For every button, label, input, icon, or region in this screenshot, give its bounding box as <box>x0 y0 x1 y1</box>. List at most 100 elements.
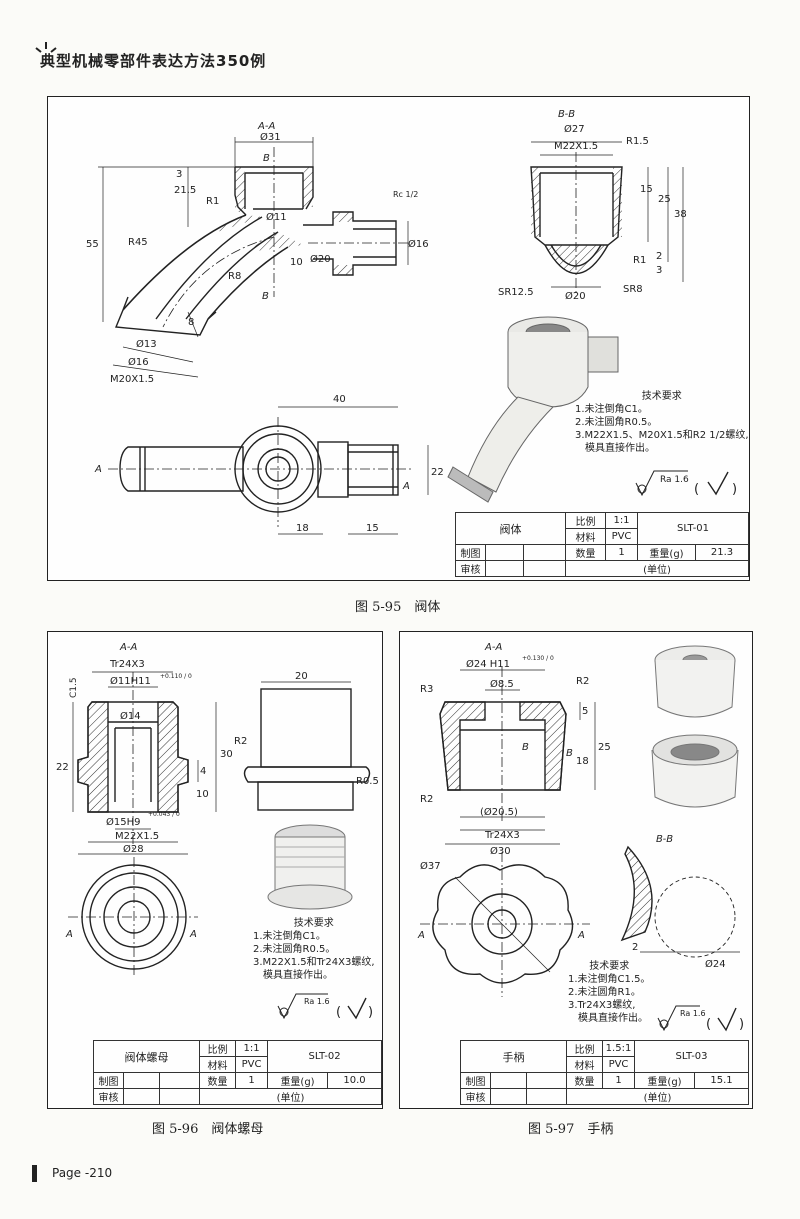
label-fig97-sec_bb: B-B <box>656 834 673 845</box>
label-fig97-rough_val: Ra 1.6 <box>680 1009 706 1018</box>
label-fig97-notes-2: 2.未注圆角R1。 <box>568 987 641 998</box>
label-fig97-title_block-check: 审核 <box>460 1088 491 1105</box>
label-fig95-dims-sr8: SR8 <box>623 284 643 295</box>
label-fig97-dims-r2b: R2 <box>420 794 433 805</box>
label-fig95-dims-rc: Rc 1/2 <box>393 190 418 199</box>
label-fig96-notes-0: 技术要求 <box>293 918 334 929</box>
label-fig95-dims-d3: 3 <box>176 169 182 180</box>
fig96-3d-render <box>267 824 353 910</box>
label-fig95-title_block-scale_label: 比例 <box>565 512 606 529</box>
fig97-3d-render <box>651 645 739 808</box>
label-fig95-title_block-code: SLT-01 <box>636 512 750 545</box>
svg-text:): ) <box>368 1005 373 1020</box>
fig95-3d-render <box>447 316 619 503</box>
label-fig96-dims-d28: Ø28 <box>123 843 144 855</box>
label-fig96-title_block-scale: 1:1 <box>235 1040 269 1057</box>
label-fig95-dims-d15b: 15 <box>366 523 379 534</box>
label-fig96-dims-d20: 20 <box>295 671 308 682</box>
label-fig97-dims-d18: 18 <box>576 756 589 767</box>
label-fig97-dims-a1: A <box>417 930 425 941</box>
svg-text:(: ( <box>336 1005 341 1020</box>
label-fig96-dims-c15: C1.5 <box>69 677 79 698</box>
label-fig96-notes-3: 3.M22X1.5和Tr24X3螺纹, <box>253 957 375 968</box>
fig97-caption: 图 5-97 手柄 <box>528 1122 614 1137</box>
label-fig96-title_block-name: 阀体螺母 <box>92 1040 201 1073</box>
fig96-tech-notes: 技术要求 1.未注倒角C1。 2.未注圆角R0.5。 3.M22X1.5和Tr2… <box>253 917 375 982</box>
label-fig95-dims-d20: Ø20 <box>310 253 331 265</box>
label-fig95-dims-d20b: Ø20 <box>565 290 586 302</box>
fig96-roughness-icon: ( ) <box>277 993 373 1020</box>
label-fig97-title_block-code: SLT-03 <box>633 1040 750 1073</box>
fig95-bb-label: B-B <box>558 109 575 120</box>
label-fig95-dims-d15: 15 <box>640 184 653 195</box>
fig97-roughness-icon: ( ) <box>657 1005 744 1032</box>
label-fig95-dims-d18: 18 <box>296 523 309 534</box>
label-fig96-dims-r2: R2 <box>234 736 247 747</box>
book-title: 典型机械零部件表达方法350例 <box>40 52 267 70</box>
label-fig95-title_block-draw: 制图 <box>455 544 486 561</box>
label-fig96-title_block-unit: (单位) <box>199 1088 383 1105</box>
label-fig95-dims-r1b: R1 <box>633 255 646 266</box>
label-fig95-notes-3: 3.M22X1.5、M20X1.5和R2 1/2螺纹, <box>575 430 749 441</box>
header-burst-icon <box>35 42 57 53</box>
label-fig96-dims-d11: Ø11H11 <box>110 675 151 687</box>
label-fig97-dims-d24: Ø24 <box>705 958 726 970</box>
label-fig97-title_block-qty: 1 <box>602 1072 635 1089</box>
label-fig96-dims-d15: Ø15H9 <box>106 816 140 828</box>
fig95-drawing: A-A Ø31 B 3 21.5 R1 Ø11 Rc 1/2 55 R45 Ø1… <box>86 109 737 535</box>
label-fig97-dims-tol24: +0.130 / 0 <box>522 655 554 662</box>
label-fig95-title_block-check: 审核 <box>455 560 486 577</box>
label-fig96-sec: A-A <box>119 642 137 653</box>
label-fig96-dims-r05: R0.5 <box>356 776 379 787</box>
label-fig95-dims-d11: Ø11 <box>266 211 287 223</box>
label-fig95-dims-r15: R1.5 <box>626 136 649 147</box>
label-fig96-dims-d14: Ø14 <box>120 710 141 722</box>
label-fig96-title_block-wt_label: 重量(g) <box>267 1072 329 1089</box>
label-fig95-dims-d3b: 3 <box>656 265 662 276</box>
label-fig96-title_block-scale_label: 比例 <box>199 1040 237 1057</box>
label-fig97-notes-1: 1.未注倒角C1.5。 <box>568 974 651 985</box>
label-fig96-title_block-draw: 制图 <box>93 1072 124 1089</box>
label-fig97-notes-4: 模具直接作出。 <box>568 1013 648 1024</box>
label-fig97-dims-d5: 5 <box>582 706 588 717</box>
label-fig96-dims-a1: A <box>65 929 73 940</box>
label-fig97-dims-d85: Ø8.5 <box>490 678 514 690</box>
fig95-caption: 图 5-95 阀体 <box>355 600 441 615</box>
fig95-roughness-icon: ( ) <box>635 470 737 497</box>
label-fig96-title_block-mat: PVC <box>235 1056 269 1073</box>
label-fig96-notes-4: 模具直接作出。 <box>253 970 333 981</box>
label-fig95-title_block-wt: 21.3 <box>694 544 750 561</box>
label-fig95-dims-d16b: Ø16 <box>128 356 149 368</box>
label-fig95-dims-a_l: A <box>94 464 102 475</box>
label-fig95-title_block-mat: PVC <box>605 528 638 545</box>
top-view <box>108 406 429 535</box>
bb-socket-outline <box>530 166 623 246</box>
label-fig97-dims-d25: 25 <box>598 742 611 753</box>
fig96-frame: A-A Tr24X3 Ø11H11 +0.110 / 0 C1.5 Ø14 22… <box>47 631 383 1109</box>
label-fig95-dims-r45: R45 <box>128 237 148 248</box>
label-fig97-title_block-scale_label: 比例 <box>566 1040 603 1057</box>
label-fig95-dims-d27: Ø27 <box>564 123 585 135</box>
label-fig95-dims-d40: 40 <box>333 394 346 405</box>
fig97-tech-notes: 技术要求 1.未注倒角C1.5。 2.未注圆角R1。 3.Tr24X3螺纹, 模… <box>568 960 650 1025</box>
label-fig97-dims-a2: A <box>577 930 585 941</box>
label-fig95-title_block-scale: 1:1 <box>605 512 638 529</box>
label-fig97-dims-d37: Ø37 <box>420 860 441 872</box>
fig95-roughness-value: Ra 1.6 <box>660 475 689 485</box>
label-fig97-title_block-draw: 制图 <box>460 1072 491 1089</box>
label-fig96-dims-d22: 22 <box>56 762 69 773</box>
label-fig96-title_block-code: SLT-02 <box>267 1040 383 1073</box>
fig96-caption: 图 5-96 阀体螺母 <box>152 1122 264 1137</box>
label-fig95-dims-d22: 22 <box>431 467 444 478</box>
label-fig97-title_block-wt_label: 重量(g) <box>634 1072 695 1089</box>
label-fig96-notes-2: 2.未注圆角R0.5。 <box>253 944 336 955</box>
fig95-aa-label: A-A <box>257 121 275 132</box>
label-fig97-title_block-scale: 1.5:1 <box>602 1040 635 1057</box>
label-fig95-dims-d215: 21.5 <box>174 185 196 196</box>
label-fig97-title_block-mat: PVC <box>602 1056 635 1073</box>
label-fig96-dims-d10: 10 <box>196 789 209 800</box>
label-fig95-dims-a_r: A <box>402 481 410 492</box>
label-fig97-dims-r3: R3 <box>420 684 433 695</box>
